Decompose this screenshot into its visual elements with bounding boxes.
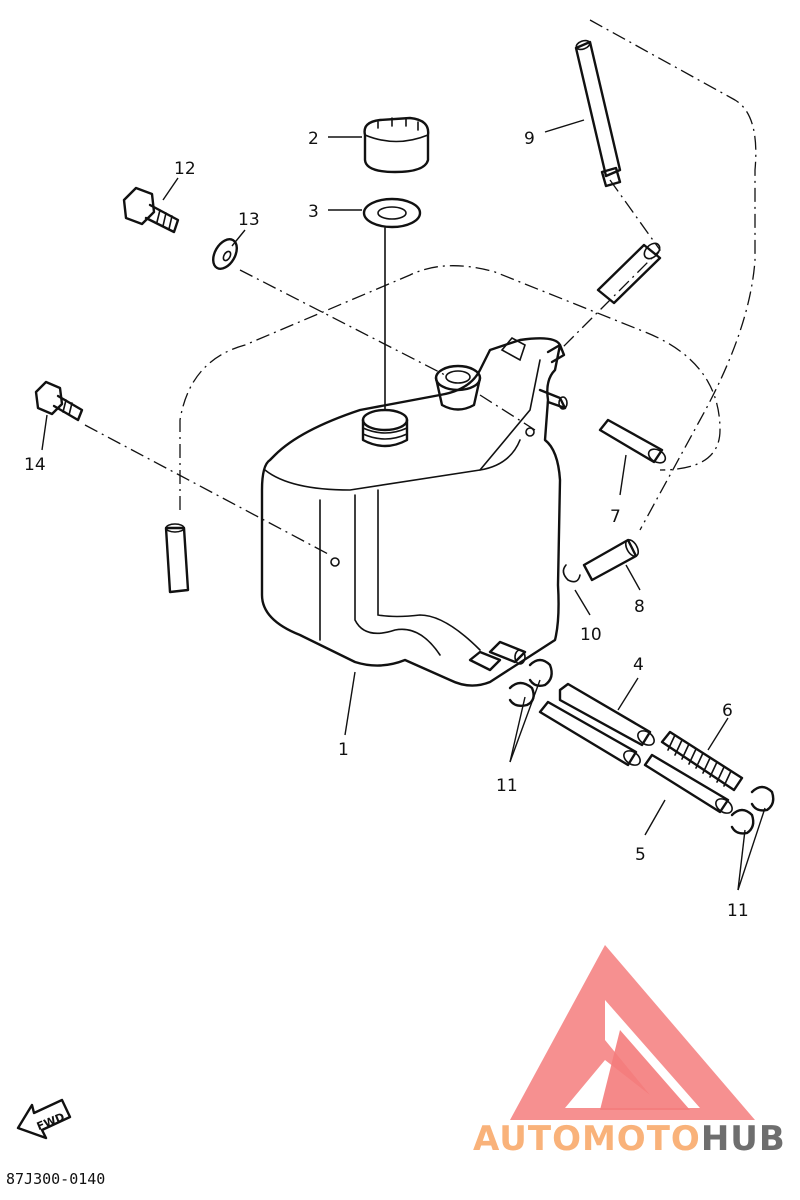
assembly-lines — [84, 19, 757, 556]
logo-text-hub: HUB — [701, 1119, 786, 1159]
label-part-13: 13 — [238, 210, 260, 230]
hose-5 — [643, 753, 733, 814]
label-part-7: 7 — [610, 507, 621, 527]
hose-8 — [582, 538, 640, 582]
hose-piece-upper — [596, 242, 662, 305]
filler-cap — [363, 116, 430, 174]
part-labels: 2 3 12 13 14 9 1 7 8 10 4 6 5 11 11 — [24, 129, 749, 921]
callout-lines — [41, 119, 766, 891]
label-part-11-left: 11 — [496, 776, 518, 796]
label-part-9: 9 — [524, 129, 535, 149]
clamps-11a — [508, 658, 553, 708]
hose-piece-left — [164, 523, 190, 594]
clip-10 — [562, 564, 581, 583]
spring-hose-6 — [660, 730, 744, 792]
label-part-3: 3 — [308, 202, 319, 222]
hose-4b — [538, 700, 641, 767]
logo-triangle-inner — [600, 1030, 690, 1110]
gasket — [362, 197, 422, 229]
oil-tank — [260, 336, 568, 687]
label-part-2: 2 — [308, 129, 319, 149]
label-part-4: 4 — [633, 655, 644, 675]
label-part-11-right: 11 — [727, 901, 749, 921]
breather-hose-9 — [574, 39, 622, 188]
hose-4 — [558, 682, 655, 747]
hose-7 — [598, 418, 667, 464]
clamps-11b — [730, 785, 775, 835]
bolt-12 — [122, 186, 180, 234]
logo-text: AUTOMOTOHUB — [473, 1119, 786, 1159]
fwd-arrow: FWD — [16, 1098, 72, 1140]
bolt-14 — [34, 380, 84, 422]
label-part-12: 12 — [174, 159, 196, 179]
automotohub-logo: AUTOMOTOHUB — [473, 945, 786, 1159]
label-part-1: 1 — [338, 740, 349, 760]
label-part-5: 5 — [635, 845, 646, 865]
label-part-6: 6 — [722, 701, 733, 721]
diagram-code: 87J300-0140 — [6, 1170, 105, 1188]
logo-text-automoto: AUTOMOTO — [473, 1119, 701, 1159]
label-part-14: 14 — [24, 455, 46, 475]
label-part-10: 10 — [580, 625, 602, 645]
label-part-8: 8 — [634, 597, 645, 617]
fwd-label: FWD — [35, 1110, 67, 1133]
washer-13 — [212, 238, 238, 270]
